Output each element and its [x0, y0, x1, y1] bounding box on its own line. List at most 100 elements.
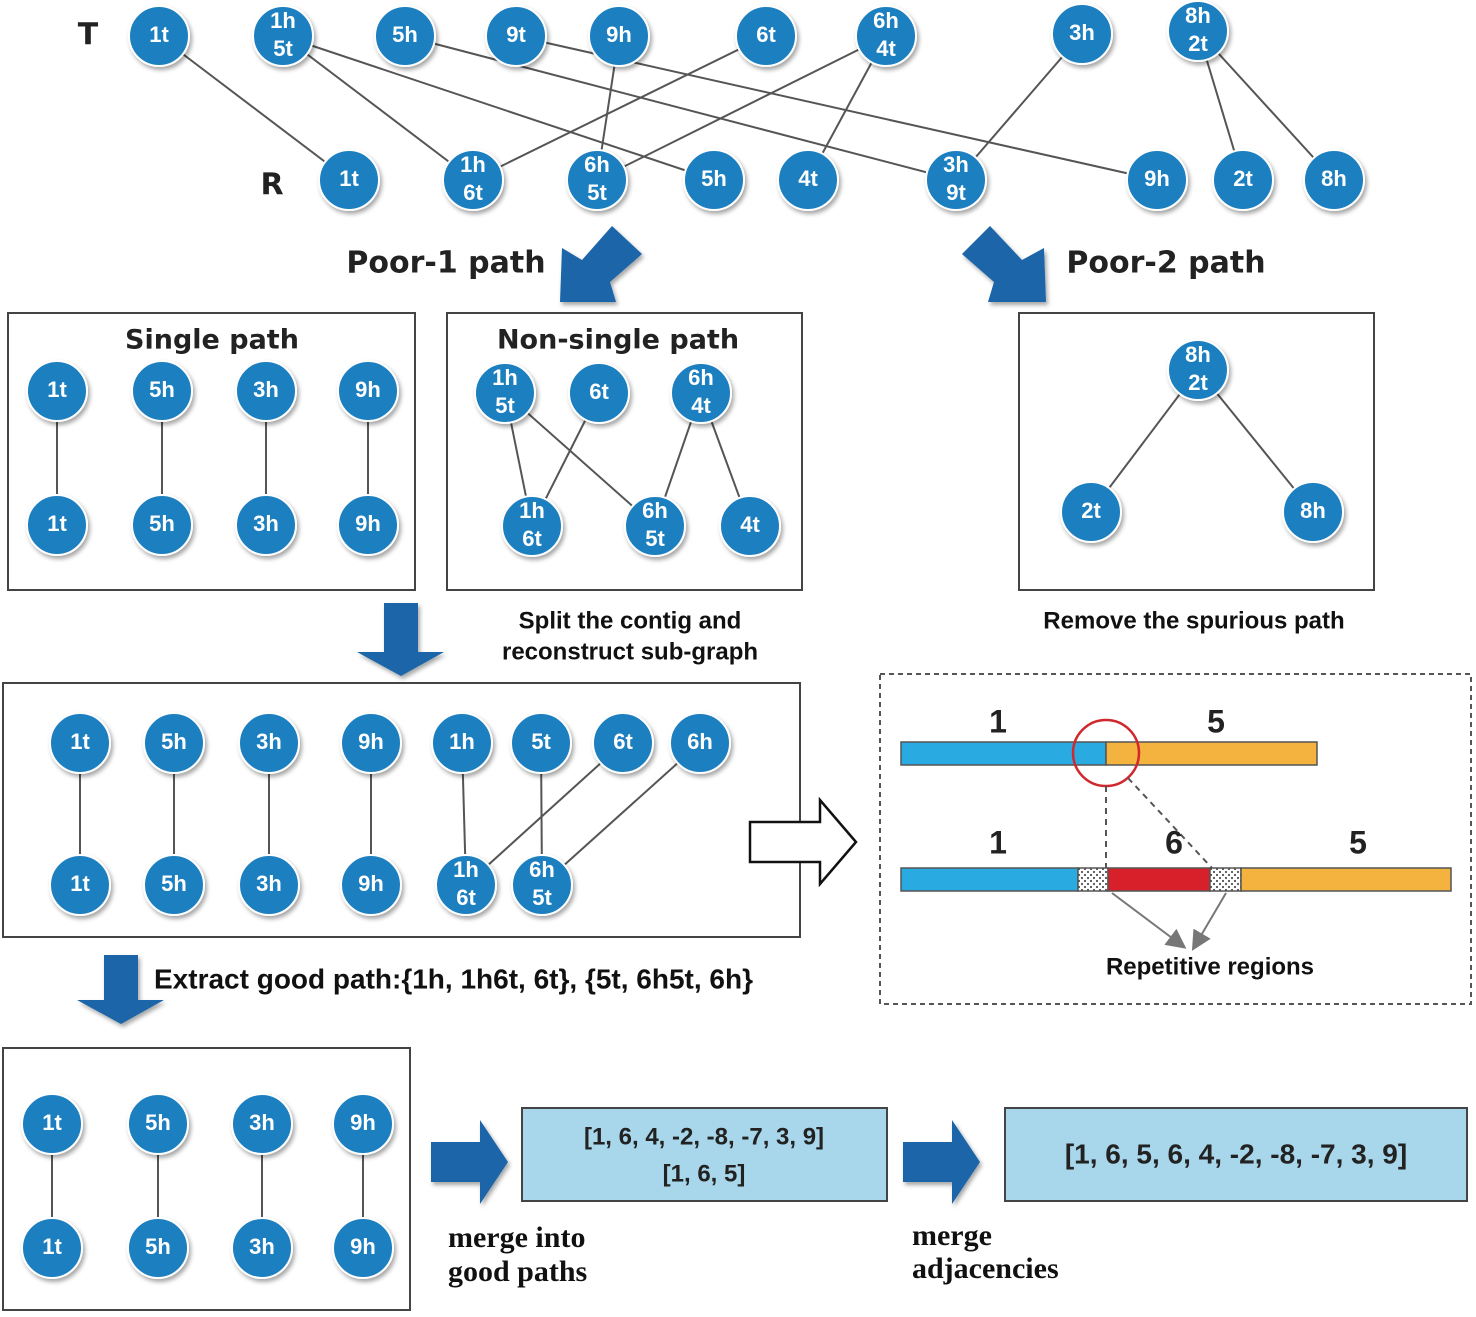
merge-good-arrow: [431, 1120, 508, 1204]
reconstructed-bottom-node-circle: [340, 854, 402, 916]
non-single-top-node-label: 6t: [589, 379, 609, 404]
split-caption-line2: reconstruct sub-graph: [502, 638, 758, 665]
single-path-bottom-node-circle: [337, 494, 399, 556]
reconstructed-top-node-circle: [669, 712, 731, 774]
top-r-node: 5h: [683, 149, 745, 211]
non-single-bottom-node-label: 6t: [522, 526, 542, 551]
final-single-top-node-label: 9h: [350, 1110, 376, 1135]
final-single-bottom-node-label: 3h: [249, 1234, 275, 1259]
merge-adj-arrow: [903, 1120, 980, 1204]
single-path-bottom-node-circle: [131, 494, 193, 556]
reconstructed-top-node: 1t: [49, 712, 111, 774]
top-r-node-label: 2t: [1233, 166, 1253, 191]
single-path-top-node: 3h: [235, 360, 297, 422]
reconstructed-top-node-circle: [340, 712, 402, 774]
contig-bottom-segment-6: [1107, 867, 1211, 892]
good-path-1: [1, 6, 4, -2, -8, -7, 3, 9]: [584, 1123, 824, 1150]
top-graph-edge: [472, 35, 767, 181]
top-r-node: 4t: [777, 149, 839, 211]
top-t-node: 6t: [735, 5, 797, 67]
final-single-bottom-node-label: 5h: [145, 1234, 171, 1259]
poor2-right-node-circle: [1282, 481, 1344, 543]
non-single-bottom-node: 1h6t: [501, 495, 563, 557]
reconstructed-top-node-label: 1t: [70, 729, 90, 754]
reconstructed-top-node-label: 3h: [256, 729, 282, 754]
non-single-path-edge: [504, 392, 656, 527]
final-single-bottom-node-circle: [127, 1217, 189, 1279]
repeat-arrow-left: [1111, 892, 1187, 949]
reconstructed-bottom-node-label: 1t: [70, 871, 90, 896]
repeat-arrow-right: [1191, 892, 1227, 951]
top-graph-edge: [158, 35, 350, 181]
final-single-bottom-node: 3h: [231, 1217, 293, 1279]
poor2-label: Poor-2 path: [1066, 246, 1265, 281]
top-t-node-label: 5h: [392, 22, 418, 47]
reconstructed-top-node-circle: [49, 712, 111, 774]
top-r-node-circle: [1212, 149, 1274, 211]
repetitive-regions-label: Repetitive regions: [1106, 953, 1314, 980]
top-r-node: 1t: [318, 149, 380, 211]
reconstructed-bottom-node-label: 5t: [532, 885, 552, 910]
top-r-node-circle: [442, 149, 504, 211]
top-t-node-label: 6t: [756, 22, 776, 47]
poor2-top-node-label: 8h: [1185, 342, 1211, 367]
reconstructed-top-node-circle: [238, 712, 300, 774]
merge-good-label-line1: merge into: [448, 1221, 585, 1254]
reconstructed-bottom-node-circle: [143, 854, 205, 916]
remove-caption: Remove the spurious path: [1043, 607, 1344, 634]
top-r-node-circle: [1303, 149, 1365, 211]
single-path-top-node-circle: [337, 360, 399, 422]
non-single-top-node-circle: [474, 362, 536, 424]
single-path-bottom-node: 3h: [235, 494, 297, 556]
poor2-panel: [1018, 312, 1375, 591]
single-path-top-node-label: 9h: [355, 377, 381, 402]
non-single-bottom-node-circle: [501, 495, 563, 557]
reconstructed-bottom-node: 1t: [49, 854, 111, 916]
final-single-top-node: 3h: [231, 1093, 293, 1155]
reconstructed-top-node-label: 6t: [613, 729, 633, 754]
merge-adj-label-line1: merge: [912, 1219, 992, 1252]
split-caption-line1: Split the contig and: [519, 607, 742, 634]
final-single-top-node-circle: [21, 1093, 83, 1155]
reconstructed-bottom-node: 9h: [340, 854, 402, 916]
contig-panel: [879, 673, 1472, 1005]
good-path-2: [1, 6, 5]: [663, 1160, 746, 1187]
single-path-top-node-circle: [131, 360, 193, 422]
top-graph-edge: [282, 35, 474, 181]
extract-good-path-label: Extract good path:{1h, 1h6t, 6t}, {5t, 6…: [154, 963, 753, 994]
top-r-node-circle: [925, 149, 987, 211]
final-single-panel: [2, 1047, 411, 1311]
reconstructed-top-node-label: 5h: [161, 729, 187, 754]
top-r-node: 2t: [1212, 149, 1274, 211]
top-t-node-circle: [855, 5, 917, 67]
single-path-panel: [7, 312, 416, 591]
single-path-bottom-node-label: 1t: [47, 511, 67, 536]
poor2-top-node-label: 2t: [1188, 370, 1208, 395]
non-single-top-node-circle: [670, 362, 732, 424]
reconstructed-top-node-label: 5t: [531, 729, 551, 754]
non-single-bottom-node-circle: [624, 495, 686, 557]
reconstructed-top-node: 5h: [143, 712, 205, 774]
reconstructed-top-node-circle: [510, 712, 572, 774]
top-r-node: 6h5t: [566, 149, 628, 211]
top-t-node: 9h: [588, 5, 650, 67]
dashed-connector-right: [1127, 777, 1213, 869]
final-single-top-node: 5h: [127, 1093, 189, 1155]
reconstructed-top-node-circle: [592, 712, 654, 774]
single-path-top-node-circle: [235, 360, 297, 422]
non-single-bottom-node-label: 5t: [645, 526, 665, 551]
top-graph-edge: [955, 33, 1083, 181]
top-t-node-label: 8h: [1185, 3, 1211, 28]
poor1-arrow: [560, 226, 642, 302]
top-t-node-label: 1h: [270, 8, 296, 33]
contig-top-label-1: 1: [989, 703, 1007, 739]
reconstructed-bottom-node-circle: [435, 854, 497, 916]
top-t-node-circle: [252, 5, 314, 67]
single-path-bottom-node-label: 3h: [253, 511, 279, 536]
top-t-node-circle: [735, 5, 797, 67]
